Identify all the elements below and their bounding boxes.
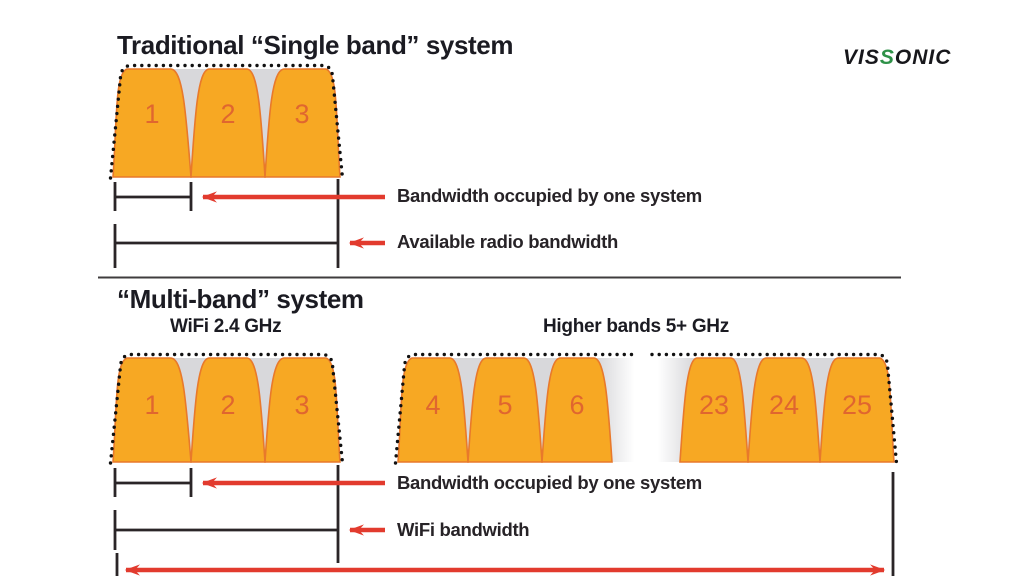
band-number: 4 xyxy=(425,390,440,420)
dotted-outline xyxy=(108,63,345,180)
band-humps xyxy=(397,357,895,463)
band-number: 5 xyxy=(497,390,512,420)
logo-prefix: VIS xyxy=(843,46,880,69)
annotation-bandwidth-occupied-bottom: Bandwidth occupied by one system xyxy=(397,472,702,493)
band-hump xyxy=(190,357,266,463)
band-hump xyxy=(747,357,821,463)
band-number: 3 xyxy=(294,99,309,129)
spectrum-continuation-fade xyxy=(598,356,694,463)
logo-suffix: ONIC xyxy=(894,46,952,69)
band-number: 2 xyxy=(220,390,235,420)
annotation-wifi-bandwidth: WiFi bandwidth xyxy=(397,519,530,540)
red-arrows-bottom xyxy=(124,477,886,576)
band-number: 6 xyxy=(569,390,584,420)
band-humps xyxy=(112,357,341,463)
dotted-outline xyxy=(108,352,345,465)
band-hump xyxy=(541,357,613,463)
measure-brackets-top xyxy=(113,179,340,268)
band-hump xyxy=(467,357,543,463)
band-number: 24 xyxy=(769,390,799,420)
annotation-bandwidth-occupied-top: Bandwidth occupied by one system xyxy=(397,185,702,206)
band-number: 1 xyxy=(144,390,159,420)
band-number: 23 xyxy=(699,390,729,420)
band-number: 3 xyxy=(294,390,309,420)
band-number: 2 xyxy=(220,99,235,129)
band-hump xyxy=(112,68,192,178)
wifi-band-group: 1 2 3 xyxy=(108,352,345,465)
higher-band-group: 4 5 6 23 24 25 xyxy=(393,352,899,465)
wifi-band-label: WiFi 2.4 GHz xyxy=(170,316,282,337)
traditional-band-group: 1 2 3 xyxy=(108,63,345,180)
annotation-available-bandwidth: Available radio bandwidth xyxy=(397,231,619,252)
band-humps xyxy=(112,68,341,178)
band-hump xyxy=(190,68,266,178)
band-number: 1 xyxy=(144,99,159,129)
vissonic-logo: VISSONIC xyxy=(843,46,951,70)
higher-bands-label: Higher bands 5+ GHz xyxy=(543,316,729,337)
multiband-title: “Multi-band” system xyxy=(117,284,364,314)
traditional-title: Traditional “Single band” system xyxy=(117,30,514,60)
band-hump xyxy=(679,357,749,463)
band-number: 25 xyxy=(842,390,872,420)
dotted-outline xyxy=(393,352,636,465)
red-arrows-top xyxy=(201,191,385,249)
logo-accent-letter: S xyxy=(879,46,895,69)
